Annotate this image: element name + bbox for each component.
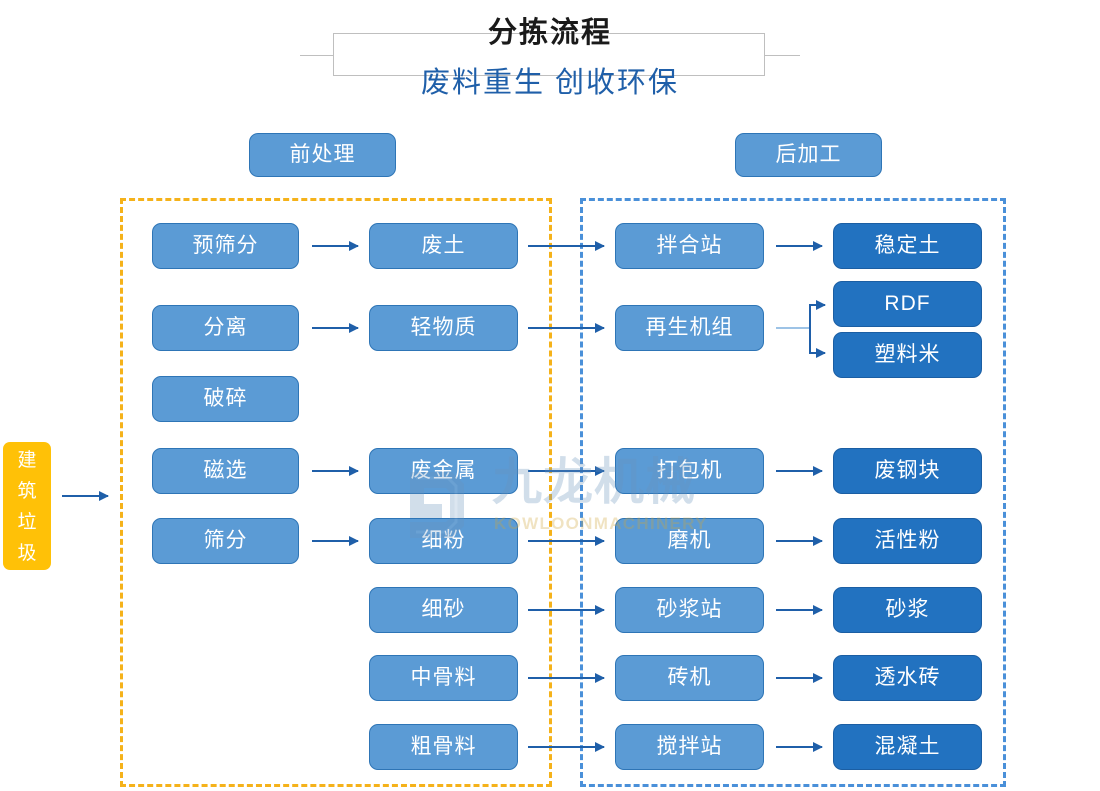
- arrow-pre4-to-material3: [312, 466, 359, 476]
- source-char-4: 圾: [17, 543, 37, 564]
- source-char-1: 建: [17, 450, 37, 471]
- arrow-material3-to-post3: [528, 466, 605, 476]
- arrow-material6-to-post6: [528, 673, 605, 683]
- node-process-post-7[interactable]: 搅拌站: [615, 724, 764, 770]
- title-frame: [333, 33, 765, 76]
- node-material-7[interactable]: 粗骨料: [369, 724, 518, 770]
- node-material-5[interactable]: 细砂: [369, 587, 518, 633]
- arrow-post6-to-product7: [776, 673, 823, 683]
- source-char-2: 筑: [17, 481, 37, 502]
- node-process-post-4[interactable]: 磨机: [615, 518, 764, 564]
- arrow-post4-to-product5: [776, 536, 823, 546]
- arrow-pre1-to-material1: [312, 241, 359, 251]
- arrow-material7-to-post7: [528, 742, 605, 752]
- branch-vertical: [809, 304, 811, 352]
- zone-post-processing: [580, 198, 1006, 787]
- node-material-6[interactable]: 中骨料: [369, 655, 518, 701]
- arrow-pre2-to-material2: [312, 323, 359, 333]
- node-product-6[interactable]: 砂浆: [833, 587, 982, 633]
- node-product-3[interactable]: 塑料米: [833, 332, 982, 378]
- arrow-post5-to-product6: [776, 605, 823, 615]
- arrow-material5-to-post5: [528, 605, 605, 615]
- node-process-pre-3[interactable]: 破碎: [152, 376, 299, 422]
- node-product-1[interactable]: 稳定土: [833, 223, 982, 269]
- node-process-pre-5[interactable]: 筛分: [152, 518, 299, 564]
- node-product-5[interactable]: 活性粉: [833, 518, 982, 564]
- arrow-post7-to-product8: [776, 742, 823, 752]
- page-title: 分拣流程: [487, 17, 612, 49]
- node-process-post-1[interactable]: 拌合站: [615, 223, 764, 269]
- arrow-source-to-pre: [62, 491, 109, 501]
- source-char-3: 垃: [17, 512, 37, 533]
- node-product-2[interactable]: RDF: [833, 281, 982, 327]
- node-product-8[interactable]: 混凝土: [833, 724, 982, 770]
- branch-stem: [776, 327, 810, 329]
- node-process-post-5[interactable]: 砂浆站: [615, 587, 764, 633]
- node-material-3[interactable]: 废金属: [369, 448, 518, 494]
- arrow-material2-to-post2: [528, 323, 605, 333]
- node-material-1[interactable]: 废土: [369, 223, 518, 269]
- arrow-material1-to-post1: [528, 241, 605, 251]
- node-material-2[interactable]: 轻物质: [369, 305, 518, 351]
- branch-arm-to-plastic: [809, 348, 826, 358]
- node-process-post-6[interactable]: 砖机: [615, 655, 764, 701]
- arrow-material4-to-post4: [528, 536, 605, 546]
- node-process-pre-2[interactable]: 分离: [152, 305, 299, 351]
- page-subtitle: 废料重生 创收环保: [420, 67, 680, 99]
- arrow-pre5-to-material4: [312, 536, 359, 546]
- node-material-4[interactable]: 细粉: [369, 518, 518, 564]
- node-process-post-2[interactable]: 再生机组: [615, 305, 764, 351]
- node-process-pre-1[interactable]: 预筛分: [152, 223, 299, 269]
- node-product-4[interactable]: 废钢块: [833, 448, 982, 494]
- node-process-post-3[interactable]: 打包机: [615, 448, 764, 494]
- zone-pre-processing: [120, 198, 552, 787]
- title-rule-right: [765, 55, 800, 56]
- section-header-pre-processing[interactable]: 前处理: [249, 133, 396, 177]
- title-rule-left: [300, 55, 333, 56]
- section-header-post-processing[interactable]: 后加工: [735, 133, 882, 177]
- branch-arm-to-rdf: [809, 300, 826, 310]
- source-construction-waste[interactable]: 建 筑 垃 圾: [3, 442, 51, 570]
- arrow-post1-to-product1: [776, 241, 823, 251]
- node-product-7[interactable]: 透水砖: [833, 655, 982, 701]
- arrow-post3-to-product4: [776, 466, 823, 476]
- node-process-pre-4[interactable]: 磁选: [152, 448, 299, 494]
